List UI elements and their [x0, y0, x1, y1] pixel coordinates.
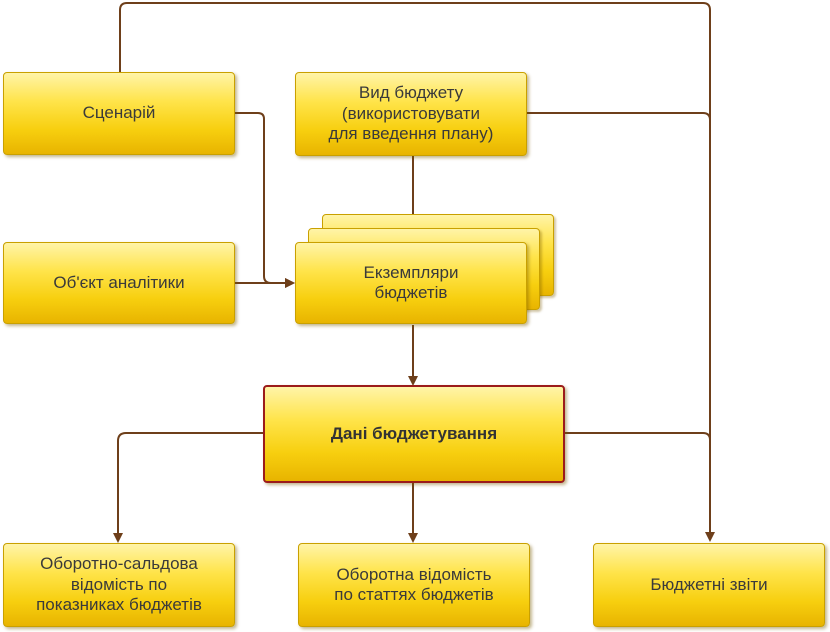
analytics-object-label: Об'єкт аналітики: [53, 272, 185, 292]
budget-instances-box: Екземпляри бюджетів: [295, 242, 527, 324]
connector-scenario-to-instances: [235, 112, 295, 288]
connector-data-to-turnover-balance: [113, 432, 263, 543]
turnover-statement-box: Оборотна відомість по статтях бюджетів: [298, 543, 530, 627]
budget-reports-box: Бюджетні звіти: [593, 543, 825, 627]
turnover-balance-label: Оборотно-сальдова відомість по показника…: [36, 554, 202, 615]
budget-reports-label: Бюджетні звіти: [650, 574, 768, 594]
budgeting-data-label: Дані бюджетування: [330, 423, 498, 443]
connector-data-to-reports: [565, 432, 711, 441]
scenario-label: Сценарій: [82, 103, 156, 123]
scenario-box: Сценарій: [3, 72, 235, 155]
turnover-balance-box: Оборотно-сальдова відомість по показника…: [3, 543, 235, 627]
budgeting-data-box: Дані бюджетування: [263, 385, 565, 483]
budget-type-label: Вид бюджету (використовувати для введенн…: [328, 83, 494, 144]
budget-type-box: Вид бюджету (використовувати для введенн…: [295, 72, 527, 156]
analytics-object-box: Об'єкт аналітики: [3, 242, 235, 324]
budget-instances-label: Екземпляри бюджетів: [363, 262, 459, 302]
connector-budget-type-to-reports: [527, 112, 711, 121]
connector-scenario-to-reports: [119, 2, 715, 542]
turnover-statement-label: Оборотна відомість по статтях бюджетів: [334, 564, 494, 604]
